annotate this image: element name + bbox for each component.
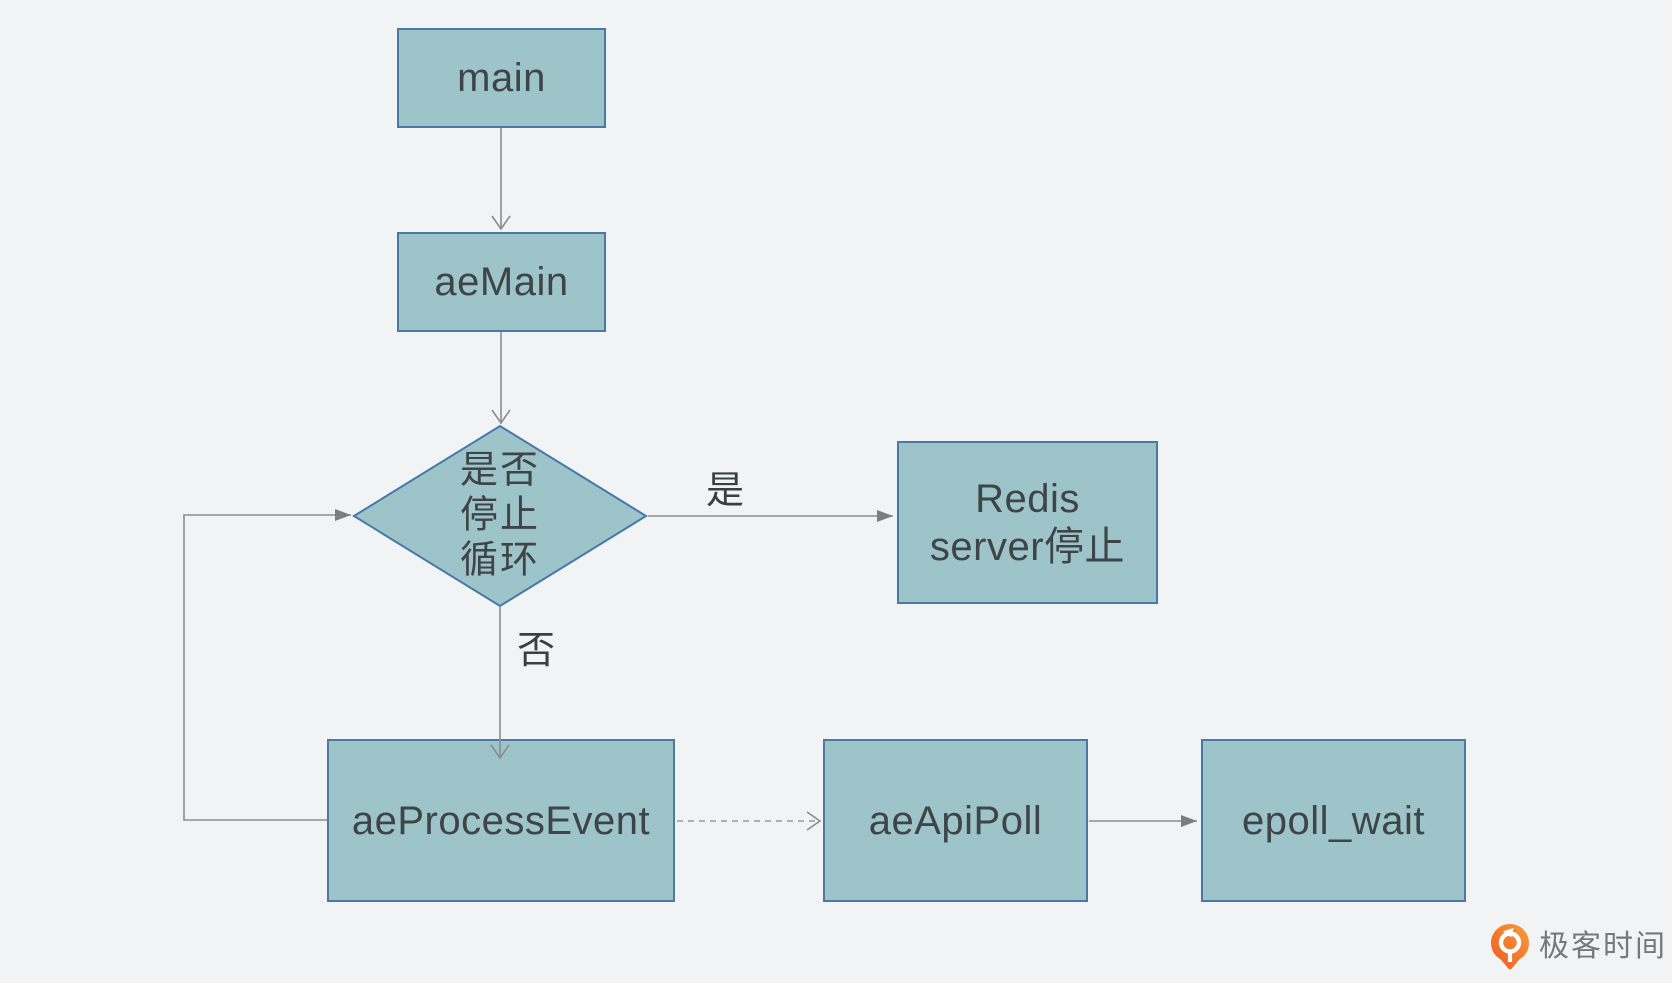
node-main-label: main — [457, 56, 546, 100]
geektime-logo-text: 极客时间 — [1539, 930, 1667, 963]
edge-label-no: 否 — [516, 630, 556, 672]
node-epoll-wait-label: epoll_wait — [1242, 798, 1425, 843]
decision-label: 是否 停止 循环 — [459, 449, 541, 582]
node-aeprocessevent-label: aeProcessEvent — [351, 798, 651, 843]
node-redis-server-stop-label: Redis server停止 — [929, 476, 1126, 569]
node-aeapipoll: aeApiPoll — [823, 739, 1088, 902]
arrow-loopback-aeprocessevent-to-decision — [183, 509, 351, 821]
node-aemain: aeMain — [397, 232, 606, 332]
node-aeprocessevent: aeProcessEvent — [327, 739, 675, 902]
geektime-logo-icon — [1491, 924, 1529, 970]
geektime-logo: 极客时间 — [1490, 923, 1667, 971]
node-epoll-wait: epoll_wait — [1201, 739, 1466, 902]
node-main: main — [397, 28, 606, 128]
edge-label-yes: 是 — [705, 470, 745, 512]
node-aemain-label: aeMain — [434, 260, 569, 304]
node-redis-server-stop: Redis server停止 — [897, 441, 1158, 604]
node-aeapipoll-label: aeApiPoll — [868, 798, 1043, 843]
